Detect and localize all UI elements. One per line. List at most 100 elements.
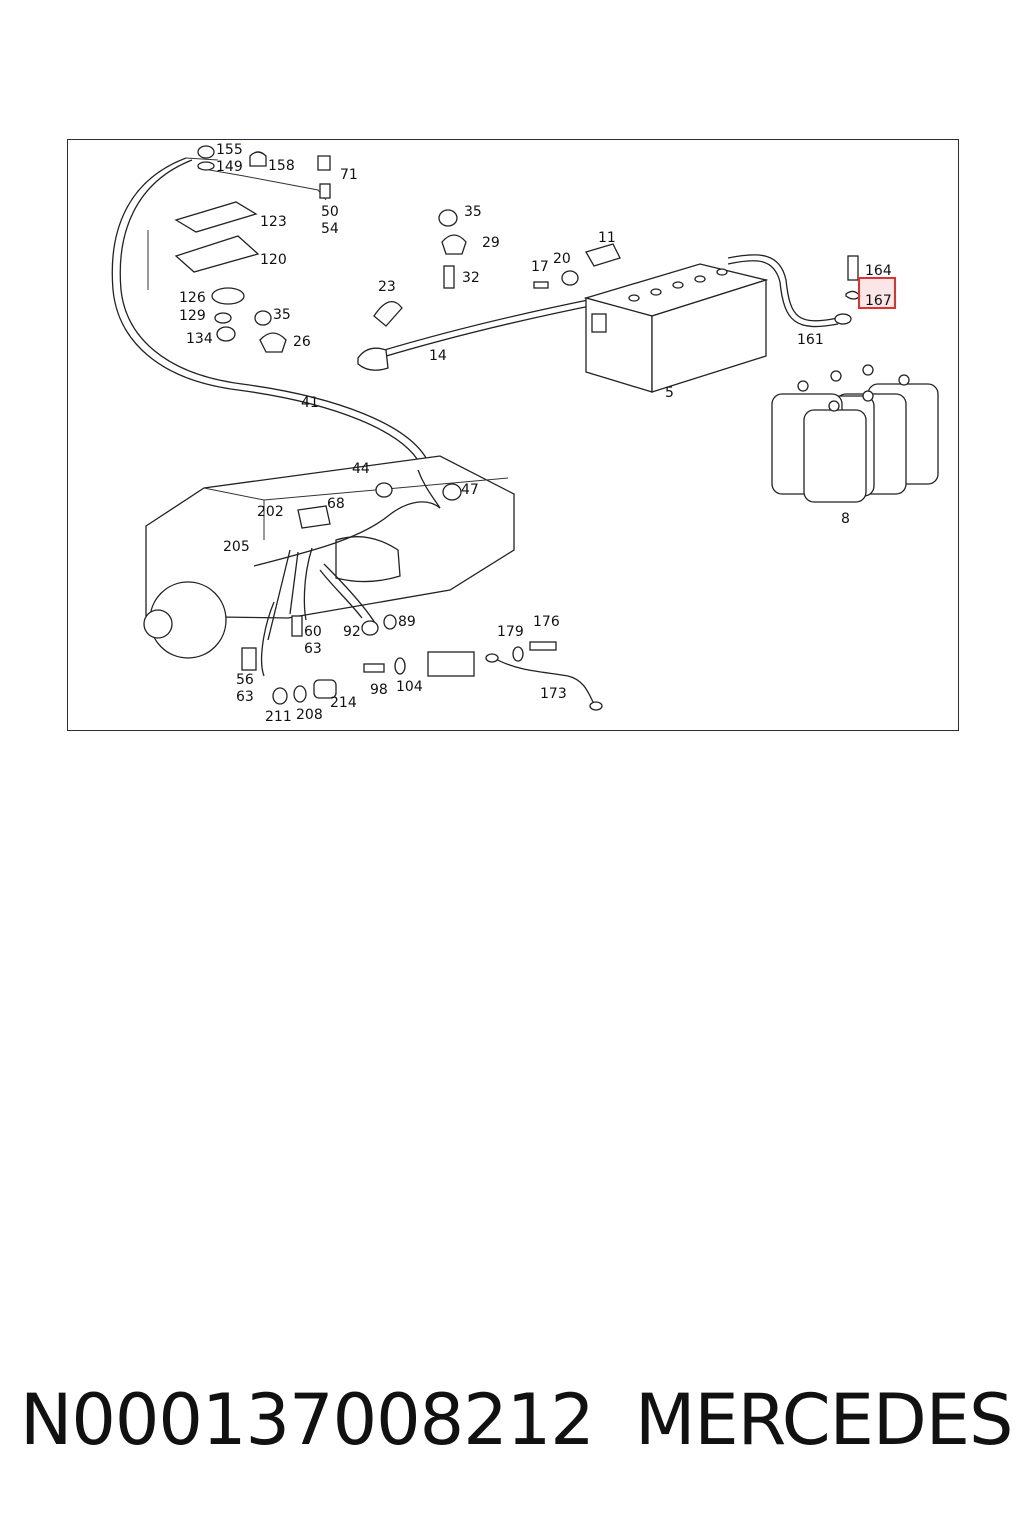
washer-89 [383,614,397,630]
grommet-14 [357,347,389,371]
sensor-56 [241,647,257,671]
callout-54: 54 [321,221,339,237]
washer-167 [845,290,861,300]
washer-179 [512,646,524,662]
battery-cells [771,364,939,503]
callout-202: 202 [257,504,284,520]
clip-26 [259,332,287,353]
callout-5: 5 [665,385,674,401]
callout-149: 149 [216,159,243,175]
nut-35-b [438,209,458,227]
callout-50: 50 [321,204,339,220]
cap-158 [249,151,267,167]
nut-134 [216,326,236,342]
cap-214 [313,679,337,699]
engine-mount [427,651,475,677]
washer-208 [293,685,307,703]
callout-68: 68 [327,496,345,512]
grommet-126 [211,287,245,305]
washer-129 [214,312,232,324]
callout-179: 179 [497,624,524,640]
callout-205: 205 [223,539,250,555]
bracket-11 [585,243,621,267]
washer-104 [394,657,406,675]
callout-129: 129 [179,308,206,324]
engine-harness [253,501,441,567]
bolt-164 [847,255,859,281]
callout-123: 123 [260,214,287,230]
callout-173: 173 [540,686,567,702]
cable-14 [357,297,599,359]
callout-23: 23 [378,279,396,295]
cable-lug-161 [834,313,852,325]
grommet-44 [375,482,393,498]
bolt-71 [317,155,331,171]
callout-highlight [858,277,896,309]
callout-164: 164 [865,263,892,279]
callout-89: 89 [398,614,416,630]
callout-167: 167 [865,293,892,309]
boot-23 [373,300,403,327]
callout-47: 47 [461,482,479,498]
nut-20 [561,270,579,286]
caption-bar: N000137008212 MERCEDES [0,1370,1024,1470]
callout-29: 29 [482,235,500,251]
washer-149 [197,161,215,171]
callout-176: 176 [533,614,560,630]
bolt-98 [363,663,385,673]
callout-134: 134 [186,331,213,347]
callout-63-b: 63 [236,689,254,705]
callout-104: 104 [396,679,423,695]
callout-8: 8 [841,511,850,527]
sensor-60 [291,615,303,637]
callout-63: 63 [304,641,322,657]
ground-strap-173 [493,657,595,705]
callout-126: 126 [179,290,206,306]
part-number: N000137008212 [20,1379,595,1461]
callout-211: 211 [265,709,292,725]
callout-17: 17 [531,259,549,275]
parts-diagram: 155 149 158 71 123 50 54 120 126 129 134… [67,139,959,731]
stud-32 [443,265,455,289]
callout-20: 20 [553,251,571,267]
callout-35: 35 [273,307,291,323]
fuse-box-123 [174,201,258,233]
starter-motor [335,536,401,583]
fuse-box-120 [174,235,260,273]
callout-92: 92 [343,624,361,640]
callout-120: 120 [260,252,287,268]
callout-158: 158 [268,158,295,174]
callout-14: 14 [429,348,447,364]
callout-26: 26 [293,334,311,350]
bolt-17 [533,281,549,289]
cable-41 [111,157,424,471]
nut-92 [361,620,379,636]
clip-47 [442,483,462,501]
clip-29 [441,234,467,255]
callout-35-b: 35 [464,204,482,220]
nut-35 [254,310,272,326]
battery [583,263,769,393]
bolt-176 [529,641,557,651]
cable-14-inner [359,303,601,365]
cable-161 [727,254,839,322]
callout-155: 155 [216,142,243,158]
callout-44: 44 [352,461,370,477]
nut-211 [272,687,288,705]
cable-41-inner [119,159,431,467]
callout-41: 41 [301,395,319,411]
callout-208: 208 [296,707,323,723]
callout-highlight-fill [860,279,894,307]
callout-214: 214 [330,695,357,711]
nut-155 [197,145,215,159]
callout-60: 60 [304,624,322,640]
callout-98: 98 [370,682,388,698]
callout-32: 32 [462,270,480,286]
terminal-50 [319,183,331,199]
brand-name: MERCEDES [635,1379,1013,1461]
callout-161: 161 [797,332,824,348]
callout-11: 11 [598,230,616,246]
bracket-68 [297,505,331,529]
diagram-drawing: 155 149 158 71 123 50 54 120 126 129 134… [111,142,939,725]
callout-71: 71 [340,167,358,183]
